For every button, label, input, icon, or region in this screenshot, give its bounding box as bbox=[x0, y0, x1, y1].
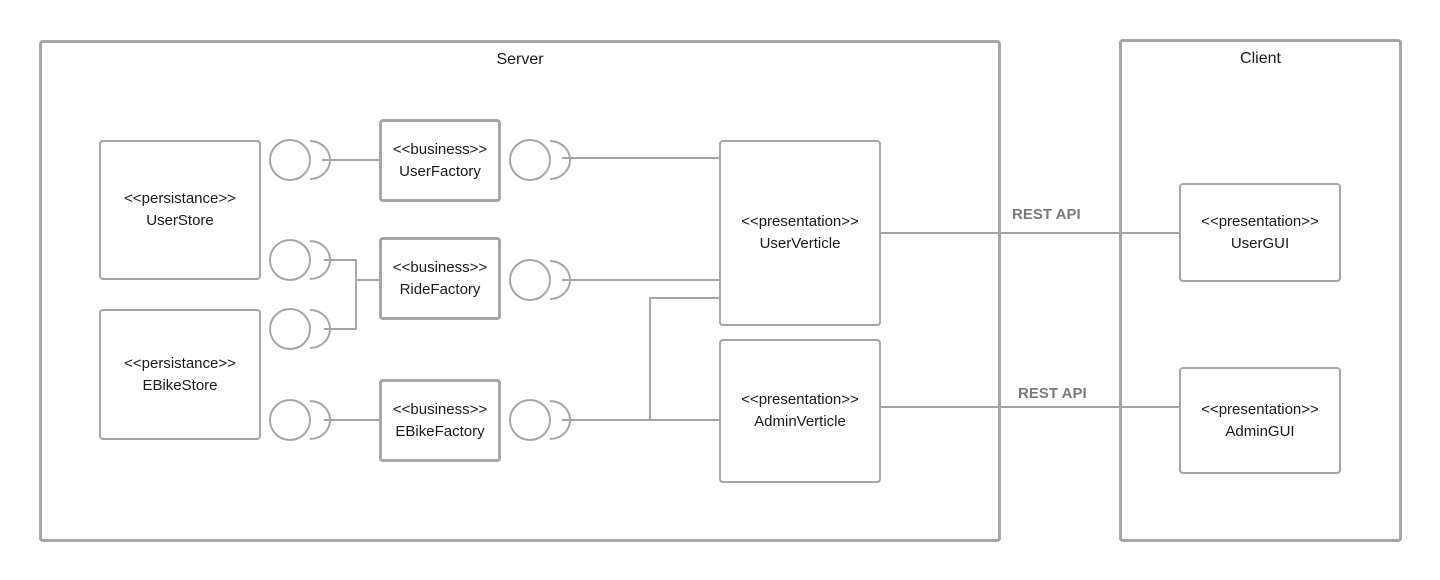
ebike-store-component[interactable]: <<persistance>> EBikeStore bbox=[99, 309, 261, 440]
admin-gui-stereotype: <<presentation>> bbox=[1201, 400, 1319, 418]
client-container: Client bbox=[1119, 39, 1402, 542]
server-container: Server bbox=[39, 40, 1001, 542]
interface-ebikestore-ridefactory bbox=[269, 280, 357, 350]
user-verticle-stereotype: <<presentation>> bbox=[741, 213, 859, 230]
interface-userstore-ridefactory bbox=[269, 239, 380, 281]
ride-factory-name: RideFactory bbox=[399, 280, 481, 298]
user-factory-name: UserFactory bbox=[399, 162, 481, 180]
interface-userstore-userfactory bbox=[269, 139, 380, 181]
interface-ebikestore-ebikefactory bbox=[269, 399, 380, 441]
ebike-store-name: EBikeStore bbox=[142, 376, 218, 394]
interface-ridefactory-userverticle bbox=[509, 259, 720, 301]
admin-verticle-stereotype: <<presentation>> bbox=[741, 391, 859, 408]
user-gui-name: UserGUI bbox=[1230, 234, 1290, 252]
user-gui-component[interactable]: <<presentation>> UserGUI bbox=[1179, 183, 1341, 282]
server-title: Server bbox=[496, 51, 544, 68]
ebike-factory-stereotype: <<business>> bbox=[392, 400, 488, 418]
ride-factory-stereotype: <<business>> bbox=[392, 258, 488, 276]
admin-verticle-component[interactable]: <<presentation>> AdminVerticle bbox=[719, 339, 881, 483]
user-store-component[interactable]: <<persistance>> UserStore bbox=[99, 140, 261, 280]
ebike-factory-component[interactable]: <<business>> EBikeFactory bbox=[379, 379, 501, 462]
user-verticle-component[interactable]: <<presentation>> UserVerticle bbox=[719, 140, 881, 326]
interface-ebikefactory-verticles bbox=[509, 297, 720, 441]
rest-api-label-admin: REST API bbox=[1018, 385, 1087, 402]
ebike-factory-name: EBikeFactory bbox=[395, 422, 485, 440]
client-title: Client bbox=[1240, 50, 1281, 67]
user-store-stereotype: <<persistance>> bbox=[124, 190, 236, 207]
user-store-name: UserStore bbox=[146, 212, 214, 229]
user-factory-component[interactable]: <<business>> UserFactory bbox=[379, 119, 501, 202]
user-factory-stereotype: <<business>> bbox=[392, 140, 488, 158]
admin-gui-name: AdminGUI bbox=[1225, 422, 1295, 440]
admin-verticle-name: AdminVerticle bbox=[754, 413, 846, 430]
ebike-store-stereotype: <<persistance>> bbox=[124, 354, 236, 372]
user-verticle-name: UserVerticle bbox=[759, 235, 841, 252]
admin-gui-component[interactable]: <<presentation>> AdminGUI bbox=[1179, 367, 1341, 474]
rest-api-label-user: REST API bbox=[1012, 206, 1081, 223]
user-gui-stereotype: <<presentation>> bbox=[1201, 212, 1319, 230]
ride-factory-component[interactable]: <<business>> RideFactory bbox=[379, 237, 501, 320]
interface-userfactory-userverticle bbox=[509, 139, 720, 181]
